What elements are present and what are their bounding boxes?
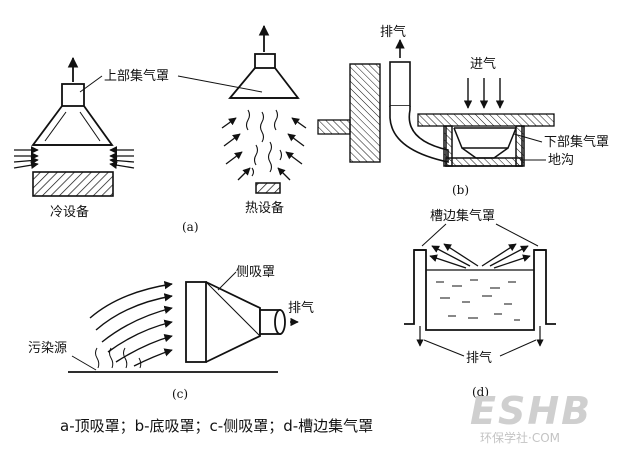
exhaust-label-c: 排气: [288, 300, 314, 316]
floor-slab-right: [417, 113, 555, 127]
panel-c-tag: (c): [172, 387, 188, 401]
watermark-subtitle: 环保学社·COM: [480, 430, 560, 445]
pollutant-source-leader: [71, 355, 97, 371]
slot-hood-label: 槽边集气罩: [430, 208, 495, 224]
pollutant-source-label: 污染源: [28, 341, 67, 356]
tank: [404, 249, 556, 331]
cold-airflow-arrows: [13, 146, 135, 170]
cold-equipment-label: 冷设备: [50, 204, 89, 220]
bottom-hood-leader: [513, 133, 543, 143]
slot-exhaust-arrows: [416, 326, 544, 347]
panel-a: 冷设备 热设备 上部集气: [13, 24, 307, 234]
bottom-hood-label: 下部集气罩: [544, 134, 609, 150]
hot-equipment-label: 热设备: [245, 200, 284, 216]
slot-hood-leader-right: [495, 223, 539, 247]
cold-hood: [31, 56, 114, 146]
watermark-logo: ESHB: [470, 389, 592, 433]
panel-b: 排气 进气 下部集气罩 地沟 (b): [317, 24, 609, 197]
hot-equipment-block: [255, 182, 281, 194]
panel-a-tag: (a): [182, 220, 199, 234]
exhaust-duct: [389, 61, 449, 163]
panel-d: 槽边集气罩 排气 (d): [404, 208, 556, 399]
exhaust-leader-d-right: [499, 339, 537, 357]
side-airflow-arrows: [89, 281, 173, 367]
watermark: ESHB 环保学社·COM: [470, 389, 592, 445]
exhaust-label-d: 排气: [466, 350, 492, 366]
cold-equipment-block: [32, 171, 114, 197]
bottom-hood: [453, 127, 517, 159]
panel-b-tag: (b): [452, 183, 469, 197]
intake-label: 进气: [470, 56, 496, 72]
panel-d-tag: (d): [472, 385, 489, 399]
panel-c: 排气 侧吸罩 污染源 (c): [28, 265, 314, 401]
top-hood-leader-left: [79, 75, 103, 93]
side-hood-label: 侧吸罩: [236, 265, 275, 280]
wall: [349, 63, 381, 163]
side-hood: [185, 281, 286, 363]
floor-slab-left: [317, 119, 351, 135]
pollutant-source-plume: [95, 347, 142, 369]
side-hood-leader: [217, 271, 237, 291]
slot-inflow-arrows: [429, 243, 531, 269]
trench-label: 地沟: [548, 153, 574, 168]
hot-hood: [228, 24, 300, 99]
figure-caption: a-顶吸罩；b-底吸罩；c-侧吸罩；d-槽边集气罩: [60, 417, 373, 435]
liquid-ripples: [436, 279, 520, 321]
hot-rising-plume: [245, 109, 283, 177]
intake-arrows: [463, 78, 505, 109]
top-hood-leader-right: [177, 75, 263, 93]
slot-hood-leader-left: [421, 223, 447, 247]
top-hood-label: 上部集气罩: [104, 68, 169, 84]
hot-inflow-arrows: [221, 117, 307, 181]
exhaust-leader-d-left: [423, 339, 465, 357]
trench: [443, 125, 525, 167]
exhaust-label-b: 排气: [380, 24, 406, 40]
